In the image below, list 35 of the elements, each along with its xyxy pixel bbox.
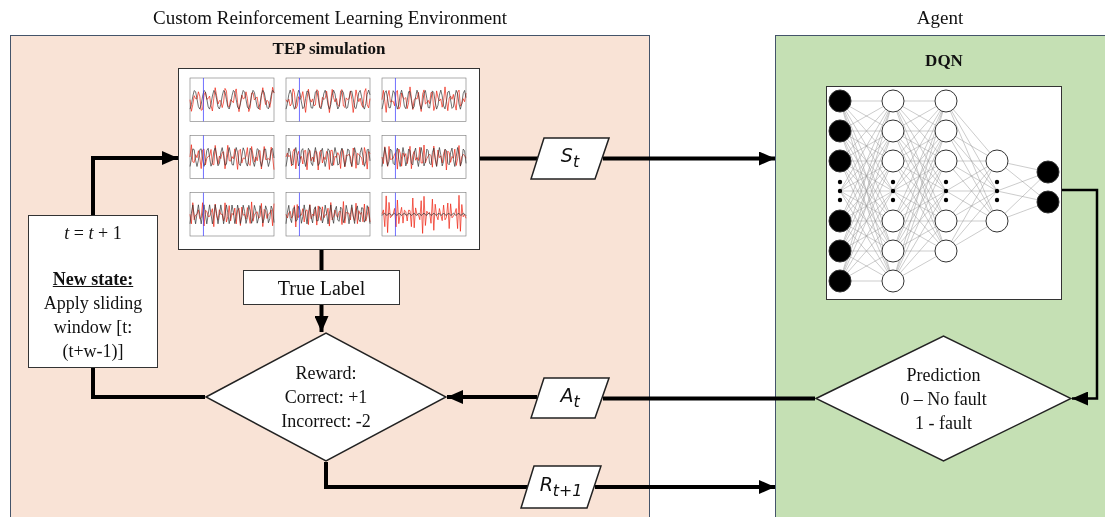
data-parallelogram xyxy=(530,137,610,180)
connector-line xyxy=(324,462,528,489)
formula-text: t = t + 1 xyxy=(63,221,123,245)
decision-text: Reward: xyxy=(295,362,357,385)
label-box xyxy=(243,270,400,305)
state-box xyxy=(28,215,158,368)
arrow xyxy=(314,305,329,332)
decision-text: Incorrect: -2 xyxy=(281,410,371,433)
data-parallelogram xyxy=(520,465,602,509)
decision-text: Prediction xyxy=(906,363,981,387)
step-heading: New state: xyxy=(51,267,135,291)
panel-title: Agent xyxy=(915,6,965,30)
label-text: True Label xyxy=(276,275,367,300)
variable-label: S$_{t}$ xyxy=(560,143,580,173)
decision-text: Correct: +1 xyxy=(284,386,368,409)
connector-line xyxy=(480,156,538,161)
data-parallelogram xyxy=(530,377,610,419)
section-heading: DQN xyxy=(925,50,963,72)
decision-text: 1 - fault xyxy=(915,411,972,435)
decision-text: 0 – No fault xyxy=(900,387,987,411)
connector-line xyxy=(603,396,815,401)
step-text: Apply sliding window [t:(t+w-1)] xyxy=(42,291,144,363)
arrow xyxy=(1062,188,1099,406)
variable-label: R$_{t+1}$ xyxy=(539,471,583,502)
panel-title: Custom Reinforcement Learning Environment xyxy=(151,6,509,30)
arrow xyxy=(447,390,537,404)
connector-line xyxy=(91,368,205,399)
decision-diamond xyxy=(205,332,447,462)
arrow xyxy=(91,151,178,215)
section-heading: TEP simulation xyxy=(272,38,386,60)
decision-diamond xyxy=(815,335,1072,462)
connector-line xyxy=(319,250,324,270)
variable-label: A$_{t}$ xyxy=(560,382,580,413)
arrow xyxy=(595,480,775,494)
arrow xyxy=(603,151,775,166)
